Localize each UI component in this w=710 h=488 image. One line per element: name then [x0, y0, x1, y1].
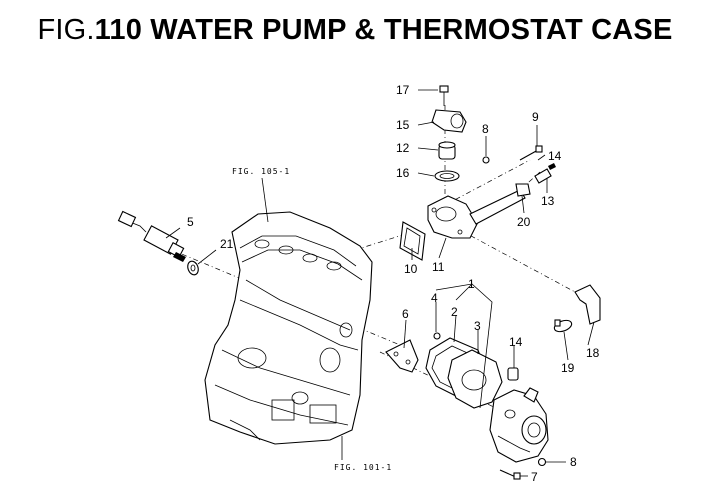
part-11-thermostat-case [427, 189, 526, 239]
callout-6: 6 [402, 307, 409, 321]
part-6-gasket [385, 339, 419, 373]
figure-prefix: FIG. [37, 14, 95, 46]
cylinder-block [204, 211, 373, 445]
callout-9: 9 [532, 110, 539, 124]
part-21-washer [187, 260, 199, 276]
callout-18: 18 [586, 346, 600, 360]
part-18-hose [574, 284, 601, 325]
figure-title: FIG.110 WATER PUMP & THERMOSTAT CASE [0, 14, 710, 47]
ref-fig-101-1: FIG. 101-1 [334, 463, 392, 472]
part-4-bolt [433, 332, 441, 340]
part-1-water-pump [489, 387, 549, 463]
ref-fig-105-1: FIG. 105-1 [232, 167, 290, 176]
part-3-pump-plate [447, 349, 503, 409]
callout-17: 17 [396, 83, 410, 97]
part-12-thermostat [438, 141, 456, 160]
callout-21: 21 [220, 237, 234, 251]
part-9-stud [519, 145, 543, 161]
part-17-bolt [439, 85, 449, 106]
callout-1: 1 [468, 277, 475, 291]
callout-4: 4 [431, 291, 438, 305]
callout-2: 2 [451, 305, 458, 319]
part-14-plug-lower [507, 367, 519, 381]
callout-8-upper: 8 [482, 122, 489, 136]
part-8-nut-lower [537, 457, 547, 467]
leader-lines [165, 89, 595, 477]
callout-3: 3 [474, 319, 481, 333]
part-5-sensor [117, 210, 186, 262]
callout-15: 15 [396, 118, 410, 132]
part-8-nut-upper [482, 156, 490, 164]
callout-5: 5 [187, 215, 194, 229]
callout-14-upper: 14 [548, 149, 562, 163]
callout-8-lower: 8 [570, 455, 577, 469]
part-16-gasket [434, 170, 460, 182]
callout-11: 11 [432, 260, 445, 274]
part-7-bolt [499, 469, 521, 480]
callout-10: 10 [404, 262, 418, 276]
callout-7: 7 [531, 470, 538, 484]
part-19-clamp [553, 319, 573, 333]
part-13-14-switch [534, 163, 556, 184]
part-15-outlet-cover [431, 109, 467, 133]
part-10-gasket [399, 221, 426, 261]
part-20-union [515, 183, 531, 197]
callout-19: 19 [561, 361, 575, 375]
callout-16: 16 [396, 166, 410, 180]
callout-12: 12 [396, 141, 410, 155]
callout-14-lower: 14 [509, 335, 523, 349]
figure-name: 110 WATER PUMP & THERMOSTAT CASE [94, 14, 673, 46]
callout-20: 20 [517, 215, 531, 229]
callout-13: 13 [541, 194, 555, 208]
